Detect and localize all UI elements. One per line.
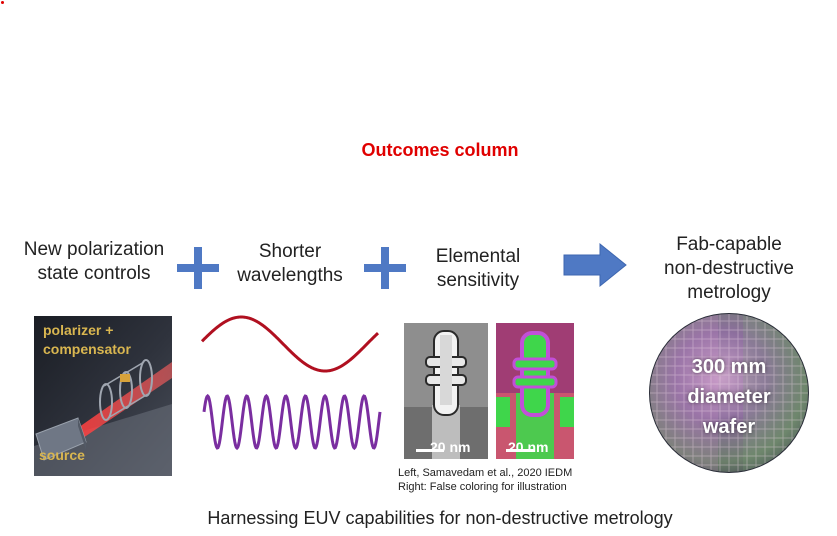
wafer-label: 300 mm diameter wafer (648, 352, 810, 442)
sem-right-scale: 20 nm (508, 439, 549, 455)
wafer-graphic (649, 313, 809, 473)
label-wavelengths-line1: Shorter (258, 241, 322, 262)
label-polarization-line2: state controls (37, 263, 151, 284)
polarizer-photo-image (34, 316, 172, 476)
wafer-label-line1: 300 mm (691, 356, 767, 378)
label-elemental-line1: Elemental (435, 246, 521, 267)
red-dot-marker (1, 1, 4, 4)
polarizer-photo: polarizer + compensator source (34, 316, 172, 476)
plus-icon-1 (177, 247, 219, 289)
label-outcome-line2: non-destructive (664, 258, 794, 279)
sem-credit-line1: Left, Samavedam et al., 2020 IEDM (398, 467, 573, 479)
right-arrow-icon (563, 242, 627, 288)
label-outcome: Fab-capable non-destructive metrology (650, 233, 808, 305)
label-elemental: Elemental sensitivity (420, 245, 536, 293)
polarizer-label-line2: compensator (43, 341, 131, 357)
label-polarization-line1: New polarization (23, 239, 165, 260)
plus-icon-2 (364, 247, 406, 289)
sem-image-left: 20 nm (404, 323, 488, 459)
wafer-label-line3: wafer (702, 416, 756, 438)
bottom-caption: Harnessing EUV capabilities for non-dest… (207, 508, 673, 528)
label-wavelengths-line2: wavelengths (237, 265, 343, 286)
sem-credit: Left, Samavedam et al., 2020 IEDM Right:… (398, 466, 588, 494)
sem-credit-line2: Right: False coloring for illustration (398, 481, 567, 493)
label-polarization: New polarization state controls (16, 238, 172, 286)
polarizer-label-line1: polarizer + (43, 322, 114, 338)
label-elemental-line2: sensitivity (436, 270, 520, 291)
source-label: source (39, 447, 85, 463)
polarizer-compensator-label: polarizer + compensator (43, 321, 131, 359)
sem-right-graphic (496, 323, 574, 459)
label-wavelengths: Shorter wavelengths (228, 240, 352, 288)
wafer-image: 300 mm diameter wafer (648, 312, 810, 474)
label-outcome-line3: metrology (687, 282, 771, 303)
sem-left-scale: 20 nm (430, 439, 471, 455)
short-wave (202, 393, 382, 451)
long-wave (200, 315, 380, 373)
sem-left-graphic (404, 323, 488, 459)
wafer-label-line2: diameter (687, 386, 771, 408)
wavelength-waves (200, 315, 382, 451)
label-outcome-line1: Fab-capable (676, 234, 782, 255)
outcomes-heading: Outcomes column (361, 140, 519, 160)
sem-image-right: 20 nm (496, 323, 574, 459)
